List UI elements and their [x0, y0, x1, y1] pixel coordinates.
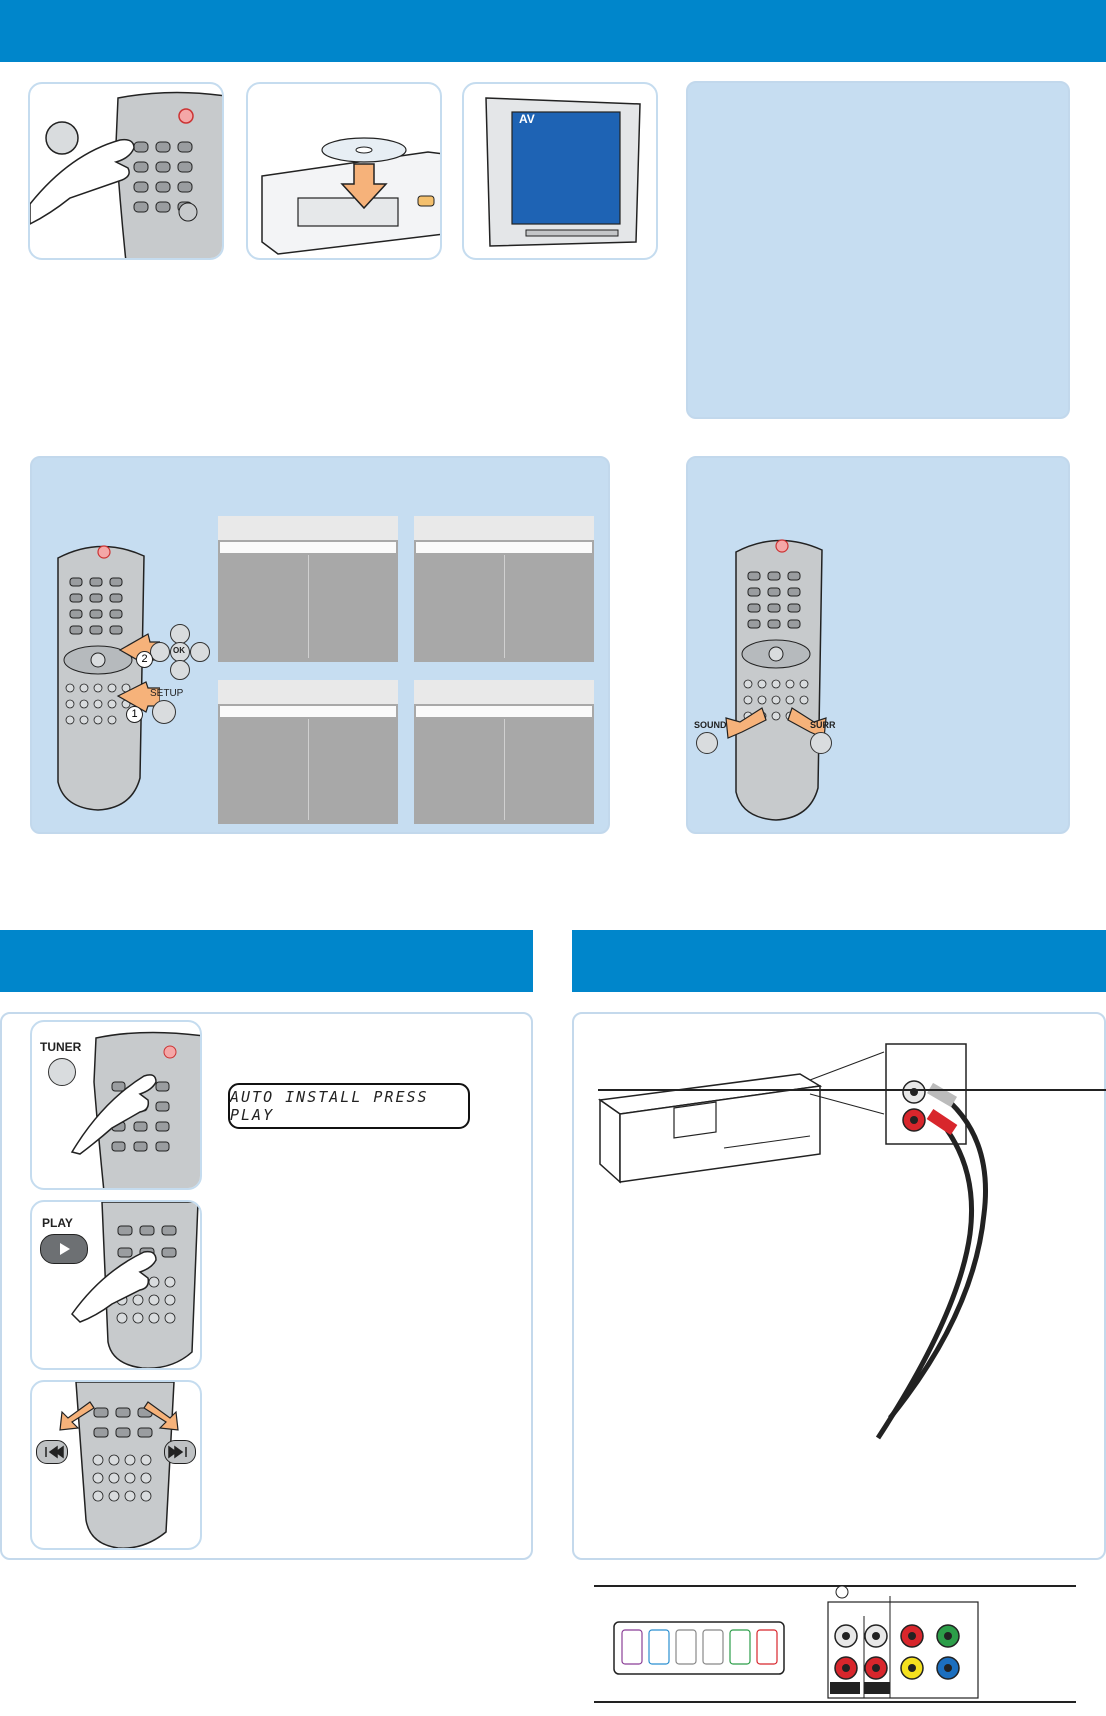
- down-button[interactable]: [170, 660, 190, 680]
- play-label: PLAY: [42, 1216, 73, 1230]
- top-header-band: [0, 0, 1106, 62]
- play-card: PLAY: [30, 1200, 202, 1370]
- menu-selection-bar: [416, 706, 592, 717]
- surr-label: SURR: [810, 720, 836, 730]
- remote-press-illustration: [30, 91, 222, 258]
- menu-selection-bar: [220, 542, 396, 553]
- menu-icon-bar: [414, 516, 594, 540]
- ok-label: OK: [173, 646, 185, 655]
- radio-section-band: [0, 930, 533, 992]
- sound-button[interactable]: [696, 732, 718, 754]
- sound-label: SOUND: [694, 720, 727, 730]
- surr-button[interactable]: [810, 732, 832, 754]
- play-remote-illustration: [71, 1202, 199, 1368]
- rear-panel-connectors-svg: [594, 1585, 1076, 1703]
- left-button[interactable]: [150, 642, 170, 662]
- step-1-badge: 1: [126, 706, 143, 723]
- setup-menu-screen-4: [414, 680, 594, 824]
- menu-selection-bar: [416, 542, 592, 553]
- setup-label: SETUP: [150, 688, 184, 699]
- tuner-button[interactable]: [48, 1058, 76, 1086]
- setup-button[interactable]: [152, 700, 176, 724]
- connection-diagram: [596, 1011, 1106, 1679]
- sound-surround-panel: SOUND SURR: [686, 456, 1070, 834]
- disc-loading-illustration: [261, 137, 440, 255]
- setup-menu-screen-2: [414, 516, 594, 662]
- menu-icon-bar: [218, 516, 398, 540]
- menu-selection-bar: [220, 706, 396, 717]
- connection-panel: [572, 1011, 1106, 1679]
- setup-menu-panel: OK 2 1 SETUP: [30, 456, 610, 834]
- step-card-disc-button: [28, 82, 224, 260]
- step-card-tv-av: AV: [462, 82, 658, 260]
- setup-menu-screen-3: [218, 680, 398, 824]
- play-icon: [60, 1243, 70, 1255]
- tv-screen-label: AV: [519, 112, 535, 126]
- sound-remote-illustration: [725, 539, 827, 821]
- external-audio-device-icon: [597, 1073, 823, 1184]
- step-2-badge: 2: [136, 651, 153, 668]
- next-icon: [168, 1445, 187, 1459]
- connection-section-band: [572, 930, 1106, 992]
- up-button[interactable]: [170, 624, 190, 644]
- ok-button[interactable]: OK: [170, 642, 190, 662]
- info-panel-top-right: [686, 81, 1070, 419]
- skip-card: [30, 1380, 202, 1550]
- lcd-display: AUTO INSTALL PRESS PLAY: [228, 1083, 470, 1129]
- tuner-remote-illustration: [70, 1031, 200, 1188]
- menu-icon-bar: [218, 680, 398, 704]
- previous-icon: [45, 1445, 64, 1459]
- rear-panel-container: [594, 1582, 1076, 1708]
- right-button[interactable]: [190, 642, 210, 662]
- step-card-load-disc: [246, 82, 442, 260]
- skip-remote-illustration: [59, 1382, 179, 1548]
- menu-icon-bar: [414, 680, 594, 704]
- tv-illustration: [485, 97, 641, 247]
- disc-button-icon: [45, 121, 79, 155]
- down-arrow-icon: [340, 163, 388, 210]
- tuner-card: TUNER: [30, 1020, 202, 1190]
- tuner-label: TUNER: [40, 1040, 82, 1054]
- setup-menu-screen-1: [218, 516, 398, 662]
- play-button[interactable]: [40, 1234, 88, 1264]
- next-button[interactable]: [164, 1440, 196, 1464]
- previous-button[interactable]: [36, 1440, 68, 1464]
- setup-remote-illustration: [57, 545, 160, 811]
